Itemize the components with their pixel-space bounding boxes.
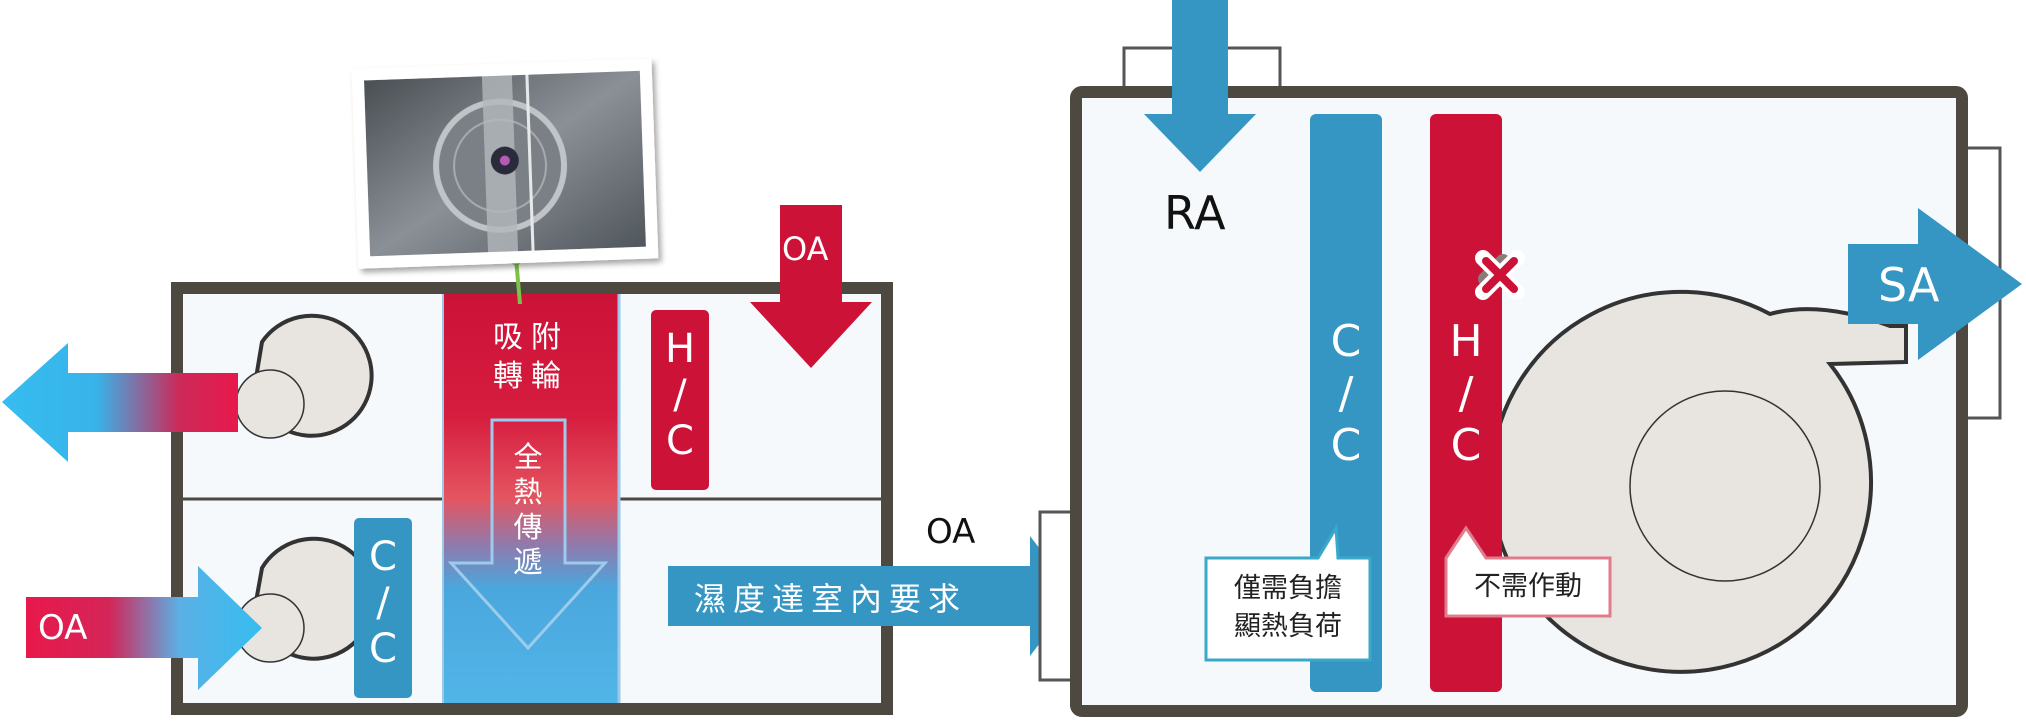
sorption-wheel xyxy=(443,294,619,703)
connector-oa-label: OA xyxy=(926,512,976,552)
enthalpy-label: 全 熱 傳 遞 xyxy=(513,440,543,579)
supply-fan xyxy=(235,536,376,663)
left-cc-label: C / C xyxy=(369,534,397,672)
sa-right-arrow xyxy=(1848,208,2022,360)
left-hc-coil xyxy=(651,310,709,490)
rotor-photo xyxy=(351,58,659,305)
right-hc-label: H / C xyxy=(1449,316,1483,471)
exhaust-arrow xyxy=(2,343,238,462)
humidity-arrow xyxy=(668,536,1076,656)
wheel-label: 吸附 轉輪 xyxy=(493,320,569,394)
sa-label: SA xyxy=(1878,258,1940,312)
oa-intake-label: OA xyxy=(38,608,88,648)
left-unit xyxy=(2,205,893,715)
oa-down-label: OA xyxy=(782,230,829,268)
oa-intake-arrow xyxy=(26,566,262,690)
cross-mark-icon xyxy=(1475,250,1525,300)
ra-label: RA xyxy=(1164,186,1226,240)
ra-down-arrow xyxy=(1144,0,1256,172)
hc-note-callout xyxy=(1444,525,1612,618)
exhaust-fan xyxy=(235,313,374,439)
left-cc-coil xyxy=(354,518,412,698)
enthalpy-transfer-arrow xyxy=(447,418,609,651)
right-cc-label: C / C xyxy=(1330,316,1362,471)
left-hc-label: H / C xyxy=(664,326,696,464)
hc-note-text: 不需作動 xyxy=(1474,571,1582,602)
oa-down-arrow xyxy=(750,205,872,368)
humidity-arrow-text: 濕度達室內要求 xyxy=(694,580,968,618)
cc-note-callout xyxy=(1204,523,1372,662)
cc-note-text: 僅需負擔 顯熱負荷 xyxy=(1234,573,1342,642)
right-unit xyxy=(1038,0,2022,717)
